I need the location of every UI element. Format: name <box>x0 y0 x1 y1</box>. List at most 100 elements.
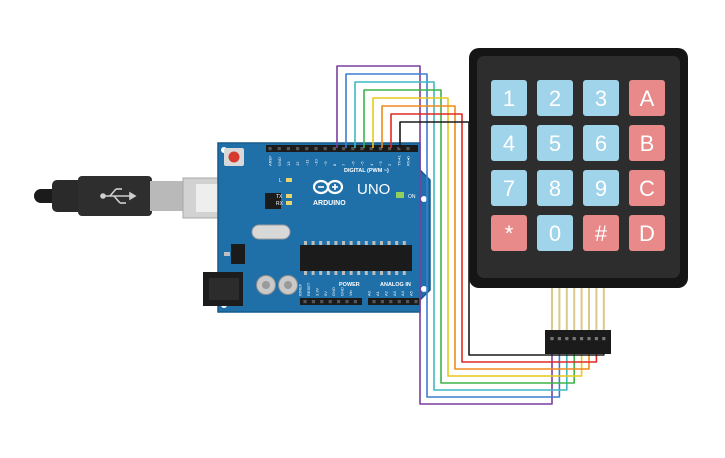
analog-pin-hole[interactable] <box>414 300 418 304</box>
keypad-key-4[interactable]: 4 <box>491 125 527 161</box>
digital-pin-hole[interactable] <box>268 147 272 151</box>
keypad-key-face[interactable] <box>491 170 527 206</box>
digital-pin-hole[interactable] <box>286 147 290 151</box>
jumper-wire[interactable] <box>399 121 605 356</box>
jumper-wire[interactable] <box>354 81 568 391</box>
connector-pin[interactable] <box>557 337 561 341</box>
keypad-key-face[interactable] <box>583 215 619 251</box>
keypad-key-hash[interactable]: # <box>583 215 619 251</box>
keypad-key-face[interactable] <box>537 80 573 116</box>
keypad-key-0[interactable]: 0 <box>537 215 573 251</box>
keypad-key-2[interactable]: 2 <box>537 80 573 116</box>
keypad-key-face[interactable] <box>629 80 665 116</box>
digital-pin-hole[interactable] <box>360 147 364 151</box>
connector-pin[interactable] <box>594 337 598 341</box>
keypad-key-8[interactable]: 8 <box>537 170 573 206</box>
keypad-key-b[interactable]: B <box>629 125 665 161</box>
analog-pin-hole[interactable] <box>389 300 393 304</box>
keypad-key-7[interactable]: 7 <box>491 170 527 206</box>
usb-cable[interactable] <box>34 176 244 219</box>
keypad-key-star[interactable]: * <box>491 215 527 251</box>
led-tx-label: TX <box>276 194 283 200</box>
keypad-key-face[interactable] <box>491 125 527 161</box>
dc-power-jack-inner <box>209 278 239 300</box>
keypad-connector[interactable] <box>545 330 611 354</box>
keypad-key-5[interactable]: 5 <box>537 125 573 161</box>
digital-pin-hole[interactable] <box>397 147 401 151</box>
digital-pin-hole[interactable] <box>378 147 382 151</box>
digital-pin-hole[interactable] <box>388 147 392 151</box>
power-pin-hole[interactable] <box>311 300 315 304</box>
keypad-key-d[interactable]: D <box>629 215 665 251</box>
jumper-wire[interactable] <box>372 97 583 377</box>
power-pin-hole[interactable] <box>328 300 332 304</box>
keypad-key-face[interactable] <box>491 80 527 116</box>
digital-pin-hole[interactable] <box>351 147 355 151</box>
keypad-key-a[interactable]: A <box>629 80 665 116</box>
digital-pin-label: ~6 <box>350 161 355 166</box>
keypad-key-face[interactable] <box>537 215 573 251</box>
analog-header[interactable] <box>368 298 420 305</box>
connector-pin[interactable] <box>572 337 576 341</box>
keypad-key-c[interactable]: C <box>629 170 665 206</box>
digital-pin-hole[interactable] <box>369 147 373 151</box>
power-pin-hole[interactable] <box>337 300 341 304</box>
digital-pin-hole[interactable] <box>314 147 318 151</box>
keypad-key-face[interactable] <box>537 125 573 161</box>
digital-pin-hole[interactable] <box>296 147 300 151</box>
digital-pin-label: 2 <box>387 163 392 166</box>
keypad-key-face[interactable] <box>629 215 665 251</box>
usb-plug-metal <box>150 181 184 211</box>
connector-pin[interactable] <box>602 337 606 341</box>
keypad-key-1[interactable]: 1 <box>491 80 527 116</box>
digital-pin-hole[interactable] <box>406 147 410 151</box>
digital-pin-hole[interactable] <box>323 147 327 151</box>
analog-pin-hole[interactable] <box>372 300 376 304</box>
keypad-key-face[interactable] <box>629 125 665 161</box>
keypad-key-face[interactable] <box>537 170 573 206</box>
power-pin-hole[interactable] <box>353 300 357 304</box>
connector-pin[interactable] <box>565 337 569 341</box>
analog-pin-hole[interactable] <box>406 300 410 304</box>
jumper-wire[interactable] <box>336 65 553 405</box>
keypad-key-face[interactable] <box>583 125 619 161</box>
chip-leg <box>380 241 383 245</box>
keypad-key-3[interactable]: 3 <box>583 80 619 116</box>
power-pin-label: GND <box>331 287 336 296</box>
connector-pin[interactable] <box>587 337 591 341</box>
arduino-uno-board[interactable]: ON L TX RX ARDUINO UNO DIGITAL (PWM ~) A… <box>203 142 431 313</box>
jumper-wire[interactable] <box>363 89 575 384</box>
keypad-key-face[interactable] <box>583 80 619 116</box>
digital-pin-hole[interactable] <box>342 147 346 151</box>
digital-pin-hole[interactable] <box>305 147 309 151</box>
connector-pin[interactable] <box>580 337 584 341</box>
keypad-key-face[interactable] <box>583 170 619 206</box>
power-pin-hole[interactable] <box>303 300 307 304</box>
keypad-key-9[interactable]: 9 <box>583 170 619 206</box>
analog-pin-hole[interactable] <box>397 300 401 304</box>
chip-leg <box>342 271 345 275</box>
power-label: POWER <box>339 282 360 288</box>
jumper-wire[interactable] <box>390 113 598 363</box>
jumper-wire[interactable] <box>381 105 590 370</box>
power-pin-hole[interactable] <box>320 300 324 304</box>
jumper-wires[interactable] <box>336 65 605 405</box>
power-pin-label: 3.3V <box>314 287 319 296</box>
crystal-oscillator <box>251 224 291 240</box>
reset-button-cap[interactable] <box>228 151 240 163</box>
keypad-key-face[interactable] <box>491 215 527 251</box>
keypad-key-6[interactable]: 6 <box>583 125 619 161</box>
power-pin-hole[interactable] <box>345 300 349 304</box>
digital-pin-hole[interactable] <box>277 147 281 151</box>
keypad-key-label: 7 <box>503 176 515 201</box>
connector-pin[interactable] <box>550 337 554 341</box>
digital-pin-label: 4 <box>369 163 374 166</box>
analog-pin-hole[interactable] <box>380 300 384 304</box>
keypad-key-label: 3 <box>595 86 607 111</box>
keypad-key-face[interactable] <box>629 170 665 206</box>
on-led <box>396 192 404 198</box>
digital-pin-label: 13 <box>286 161 291 166</box>
digital-pin-hole[interactable] <box>332 147 336 151</box>
regulator-pin <box>224 252 230 256</box>
